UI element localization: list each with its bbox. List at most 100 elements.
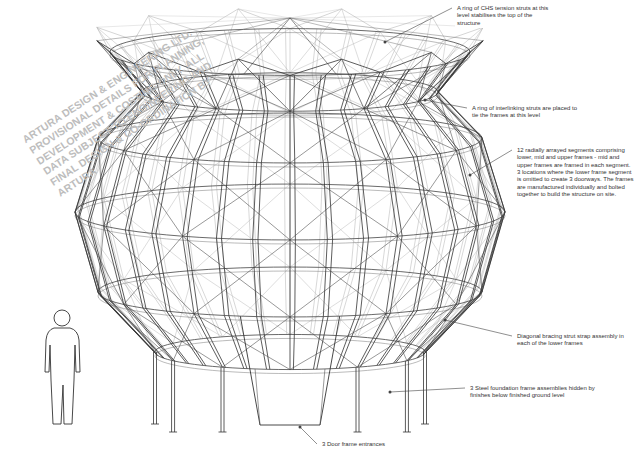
frame-member	[423, 352, 424, 424]
frame-member	[290, 75, 291, 369]
frame-member	[290, 18, 431, 52]
frame-member	[104, 226, 194, 314]
leader-line	[390, 388, 465, 392]
frame-member	[151, 424, 159, 425]
leader-dot	[384, 41, 387, 44]
frame-member	[354, 432, 362, 433]
frame-member	[426, 352, 427, 424]
frame-member	[216, 75, 290, 113]
frame-member	[238, 9, 290, 18]
frame-member	[379, 70, 432, 366]
frame-member	[364, 52, 431, 108]
frame-member	[403, 432, 411, 433]
frame-member	[290, 18, 337, 75]
human-figure	[45, 310, 80, 424]
frame-member	[293, 75, 295, 369]
leader-dot	[424, 99, 427, 102]
frame-member	[124, 304, 155, 352]
frame-member	[290, 9, 364, 75]
frame-member	[253, 75, 267, 369]
frame-member	[356, 367, 357, 432]
leader-line	[445, 320, 512, 336]
frame-member	[290, 184, 386, 270]
frame-member	[183, 236, 291, 317]
frame-member	[216, 29, 290, 76]
callout-note: Diagonal bracing strut strap assembly in…	[515, 332, 634, 349]
frame-member	[339, 74, 368, 369]
frame-member	[224, 367, 225, 432]
frame-member	[336, 74, 363, 369]
frame-member	[423, 55, 502, 354]
figure-body	[45, 328, 80, 424]
frame-member	[290, 16, 431, 18]
frame-member	[359, 367, 360, 432]
leader-line	[425, 100, 467, 108]
frame-member	[124, 150, 183, 236]
frame-member	[407, 40, 476, 343]
callout-note: 3 Steel foundation frame assemblies hidd…	[468, 384, 597, 401]
frame-member	[156, 352, 157, 424]
frame-member	[221, 367, 222, 432]
frame-member	[421, 424, 429, 425]
frame-member	[104, 160, 194, 226]
frame-member	[425, 280, 456, 352]
frame-member	[290, 29, 364, 76]
frame-member	[290, 163, 398, 236]
frame-member	[97, 27, 134, 52]
leader-dot	[444, 319, 447, 322]
frame-member	[336, 30, 363, 335]
frame-member	[290, 236, 398, 317]
frame-member	[290, 314, 386, 370]
frame-member	[173, 314, 194, 361]
frame-member	[75, 212, 124, 304]
leader-line	[385, 8, 452, 42]
frame-member	[97, 18, 290, 27]
frame-member	[425, 304, 456, 352]
frame-member	[438, 92, 456, 150]
frame-member	[97, 41, 134, 64]
frame-member	[396, 67, 459, 363]
frame-member	[290, 160, 386, 240]
callout-note: A ring of interlinking struts are placed…	[470, 104, 584, 121]
figure-head	[54, 310, 70, 326]
frame-member	[409, 63, 479, 360]
frame-member	[183, 113, 291, 188]
frame-member	[219, 432, 227, 433]
frame-member	[216, 9, 290, 75]
frame-member	[358, 304, 457, 367]
frame-member	[446, 27, 483, 52]
frame-member	[377, 70, 428, 366]
frame-member	[75, 212, 124, 280]
leader-line	[470, 150, 512, 175]
frame-member	[386, 270, 407, 343]
leader-dot	[299, 426, 302, 429]
frame-member	[290, 109, 364, 163]
frame-member	[290, 72, 380, 111]
watermark-text: ARTURA DESIGN & ENGINEERING LTD. PROVISI…	[20, 21, 238, 200]
frame-member	[124, 280, 155, 352]
frame-member	[98, 226, 104, 292]
frame-member	[183, 163, 291, 236]
frame-member	[124, 304, 223, 367]
frame-member	[194, 111, 290, 159]
frame-member	[98, 292, 173, 361]
frame-member	[446, 41, 483, 64]
callout-note: 12 radially arrayed segments comprising …	[515, 146, 637, 199]
frame-member	[398, 150, 457, 236]
frame-member	[290, 240, 386, 314]
frame-member	[407, 64, 476, 361]
frame-member	[243, 18, 290, 75]
frame-member	[418, 41, 483, 102]
frame-member	[358, 72, 398, 367]
frame-member	[104, 198, 194, 270]
frame-member	[364, 109, 456, 151]
frame-member	[320, 369, 325, 425]
frame-member	[386, 226, 476, 314]
leader-line	[300, 427, 317, 444]
frame-member	[290, 317, 358, 367]
frame-member	[380, 52, 446, 72]
frame-member	[408, 361, 409, 432]
frame-member	[393, 67, 454, 363]
frame-member	[405, 361, 406, 432]
frame-member	[386, 116, 476, 198]
